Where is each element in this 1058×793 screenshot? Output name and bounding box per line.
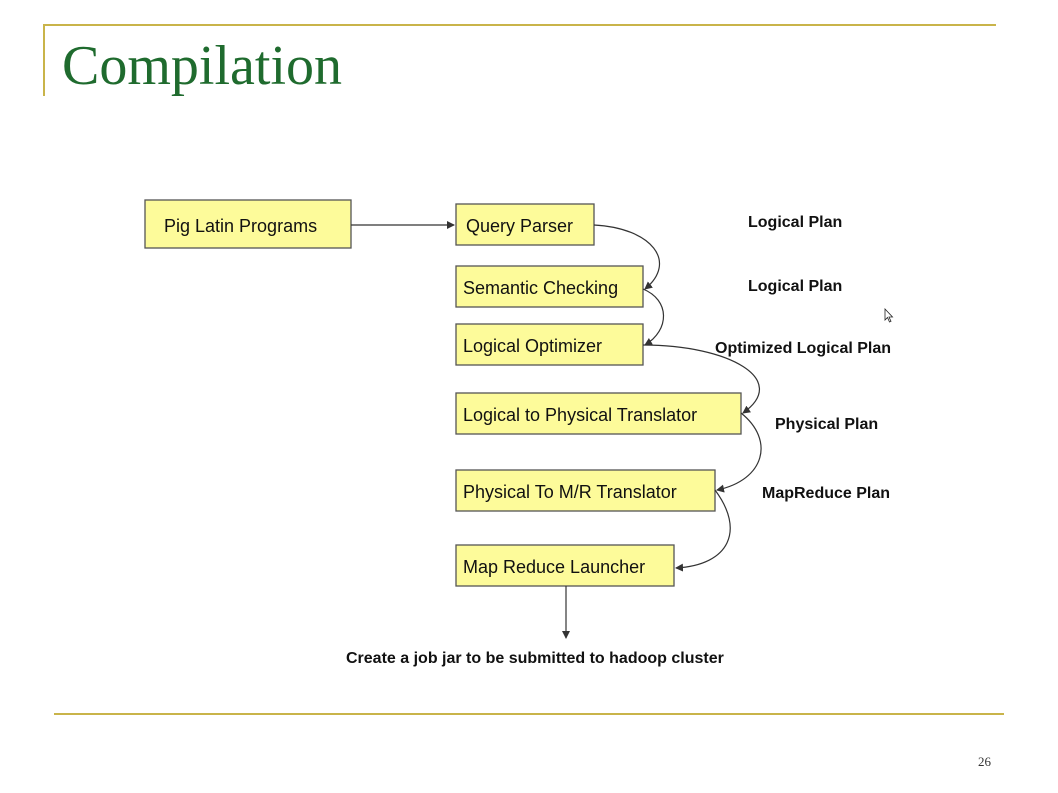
node-physical-to-mr-translator: Physical To M/R Translator xyxy=(455,469,716,512)
node-semantic-checking: Semantic Checking xyxy=(455,265,644,308)
edge-label-logical-plan-1: Logical Plan xyxy=(748,214,842,231)
node-pig-latin-programs: Pig Latin Programs xyxy=(144,199,352,249)
mouse-cursor-icon xyxy=(884,307,894,323)
arrow-optimizer-to-physical xyxy=(642,344,760,414)
node-label: Logical to Physical Translator xyxy=(463,405,697,425)
node-label: Pig Latin Programs xyxy=(164,216,317,236)
output-caption: Create a job jar to be submitted to hado… xyxy=(346,650,724,667)
node-map-reduce-launcher: Map Reduce Launcher xyxy=(455,544,675,587)
node-query-parser: Query Parser xyxy=(455,203,595,246)
slide-top-rule xyxy=(43,24,996,26)
node-label: Logical Optimizer xyxy=(463,336,602,356)
slide-bottom-rule xyxy=(54,713,1004,715)
node-logical-optimizer: Logical Optimizer xyxy=(455,323,644,366)
node-logical-to-physical-translator: Logical to Physical Translator xyxy=(455,392,742,435)
node-label: Semantic Checking xyxy=(463,278,618,298)
edge-label-physical-plan: Physical Plan xyxy=(775,416,878,433)
arrow-semantic-to-optimizer xyxy=(642,288,665,346)
arrow-parser-to-semantic xyxy=(593,224,660,290)
edge-label-mapreduce-plan: MapReduce Plan xyxy=(762,485,890,502)
edge-label-logical-plan-2: Logical Plan xyxy=(748,278,842,295)
arrow-mr-to-launcher xyxy=(675,489,731,572)
page-number: 26 xyxy=(978,754,991,769)
node-label: Physical To M/R Translator xyxy=(463,482,677,502)
slide-left-rule xyxy=(43,24,45,96)
node-label: Map Reduce Launcher xyxy=(463,557,645,577)
edge-label-optimized-logical-plan: Optimized Logical Plan xyxy=(715,340,891,357)
node-label: Query Parser xyxy=(466,216,573,236)
arrow-physical-to-mr xyxy=(716,412,762,493)
slide-title: Compilation xyxy=(62,35,342,97)
